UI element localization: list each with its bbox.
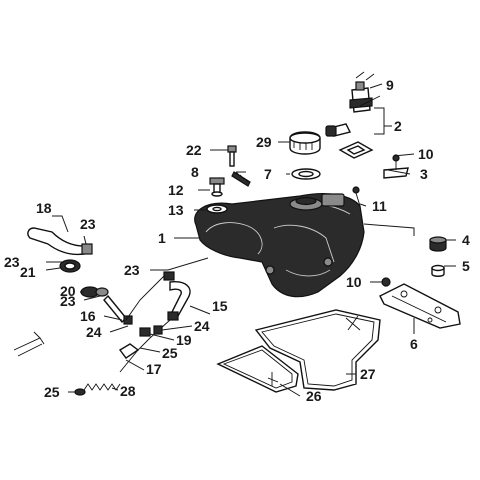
bolt-11 <box>352 186 361 207</box>
heat-shield-27 <box>254 309 381 391</box>
vent-hose-18 <box>27 227 93 256</box>
heat-shield-26 <box>216 345 299 393</box>
callout-3: 3 <box>420 166 428 182</box>
callout-labels: 9 2 29 22 10 8 7 3 12 11 18 13 23 1 4 23… <box>4 77 470 404</box>
callout-25b: 25 <box>44 384 60 400</box>
callout-24b: 24 <box>86 324 102 340</box>
callout-11: 11 <box>372 198 387 214</box>
callout-25a: 25 <box>162 345 178 361</box>
grommet-13 <box>206 204 228 214</box>
callout-17: 17 <box>146 361 162 377</box>
callout-4: 4 <box>462 232 470 248</box>
callout-20: 20 <box>60 283 76 299</box>
tank-bracket-6 <box>379 283 461 329</box>
callout-15: 15 <box>212 298 228 314</box>
fuel-hose-16 <box>103 294 133 325</box>
leader-lines <box>45 83 456 397</box>
callout-23c: 23 <box>124 262 140 278</box>
callout-19: 19 <box>176 332 192 348</box>
collar-5 <box>431 264 445 277</box>
callout-16: 16 <box>80 308 96 324</box>
callout-18: 18 <box>36 200 52 216</box>
bolt-22 <box>227 145 237 167</box>
callout-27: 27 <box>360 366 376 382</box>
bolt-10-lower <box>381 277 391 287</box>
callout-26: 26 <box>306 388 322 404</box>
callout-7: 7 <box>264 166 272 182</box>
callout-28: 28 <box>120 383 136 399</box>
callout-23d: 23 <box>60 293 76 309</box>
fuel-cap <box>289 125 337 155</box>
bolt-8 <box>231 171 251 187</box>
spring-28 <box>74 383 121 396</box>
callout-5: 5 <box>462 258 470 274</box>
callout-10b: 10 <box>346 274 362 290</box>
callout-24a: 24 <box>194 318 210 334</box>
hose-clamp-21 <box>59 259 81 273</box>
callout-23b: 23 <box>4 254 20 270</box>
rubber-mount-4 <box>429 236 447 252</box>
filler-gasket <box>291 168 321 180</box>
callout-9: 9 <box>386 77 394 93</box>
callout-22: 22 <box>186 142 202 158</box>
callout-6: 6 <box>410 336 418 352</box>
callout-10a: 10 <box>418 146 434 162</box>
check-valve-20 <box>80 286 109 298</box>
callout-2: 2 <box>394 118 402 134</box>
fuel-hose-15 <box>163 271 191 321</box>
bracket-3 <box>383 154 409 179</box>
callout-13: 13 <box>168 202 184 218</box>
washer-12 <box>209 177 225 197</box>
fuel-pump-assembly <box>328 81 374 159</box>
fuel-tank <box>194 193 365 298</box>
callout-8: 8 <box>191 164 199 180</box>
screw-set <box>355 71 381 107</box>
callout-21: 21 <box>20 264 36 280</box>
callout-29: 29 <box>256 134 272 150</box>
callout-23a: 23 <box>80 216 96 232</box>
callout-12: 12 <box>168 182 184 198</box>
bracket-small <box>13 331 45 357</box>
hose-17 <box>118 343 140 359</box>
callout-1: 1 <box>158 230 166 246</box>
